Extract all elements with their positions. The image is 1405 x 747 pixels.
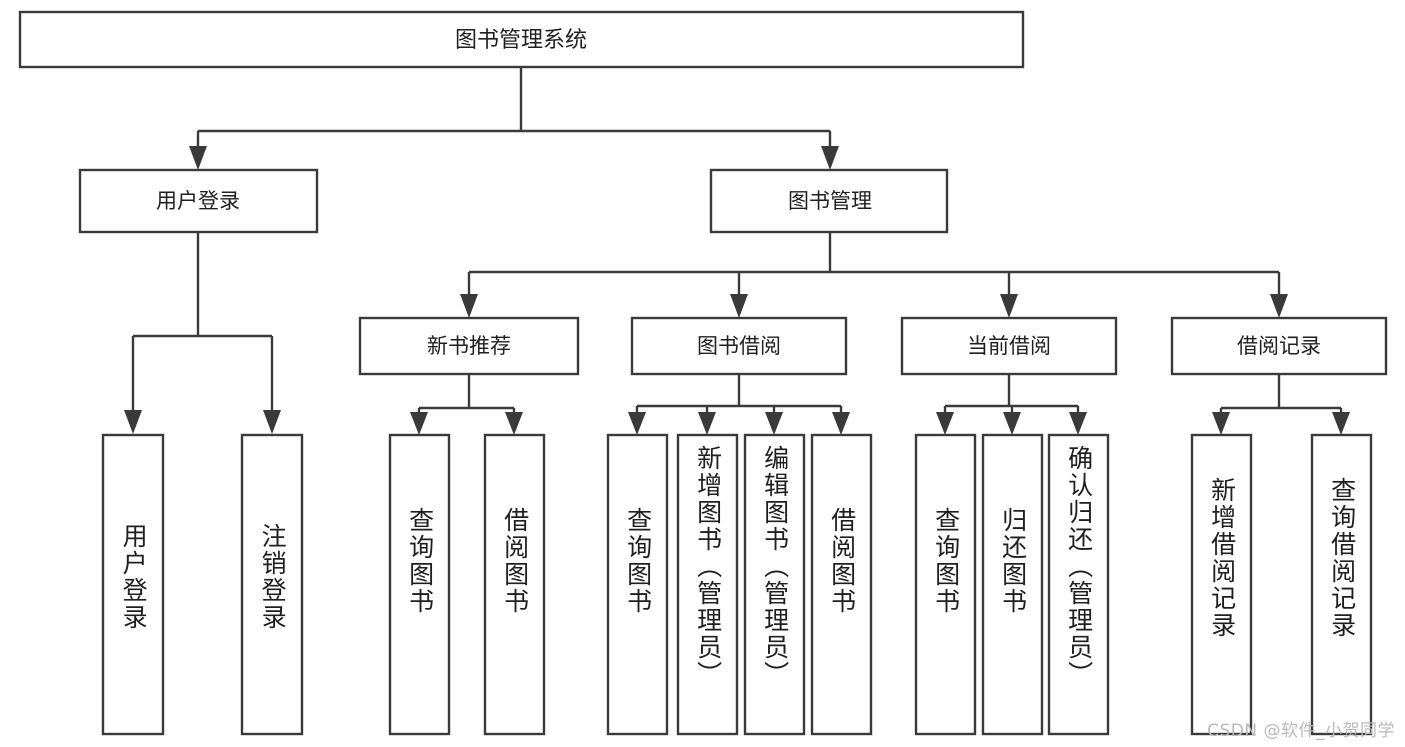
node-root-box[interactable] (18, 10, 1025, 69)
leaf-boxes-borrow-record (1190, 433, 1373, 736)
leaf-box-borrow-record-1[interactable] (1190, 433, 1253, 736)
leaf-boxes-new-book-rec (388, 433, 546, 736)
node-current-borrow-box[interactable] (900, 316, 1118, 376)
node-book-manage-box[interactable] (709, 168, 949, 234)
node-borrow-record[interactable]: 借阅记录 (1170, 316, 1388, 376)
arrowhead-leaf-user-login-2 (263, 410, 281, 434)
leaf-box-book-borrow-1[interactable] (606, 433, 669, 736)
arrowhead-leaf-current-borrow-3 (1069, 412, 1087, 435)
leaf-boxes-user-login (101, 433, 304, 736)
arrowhead-leaf-book-borrow-2 (698, 412, 716, 435)
node-book-manage[interactable]: 图书管理 (709, 168, 949, 234)
node-borrow-record-label: 借阅记录 (1237, 334, 1321, 358)
watermark-text: CSDN @软件_小贺同学 (1207, 721, 1395, 741)
leaf-box-new-book-rec-2[interactable] (483, 433, 546, 736)
node-user-login-label: 用户登录 (156, 189, 240, 213)
leaf-box-user-login-1[interactable] (101, 433, 165, 736)
arrowhead-book-manage (821, 146, 839, 170)
leaf-box-book-borrow-4[interactable] (810, 433, 873, 736)
arrowhead-leaf-new-book-rec-1 (410, 412, 428, 435)
arrowhead-book-borrow (730, 294, 748, 318)
node-book-manage-label: 图书管理 (788, 189, 872, 213)
arrowhead-current-borrow (1000, 294, 1018, 318)
leaf-box-current-borrow-2[interactable] (981, 433, 1044, 736)
node-user-login[interactable]: 用户登录 (78, 168, 319, 234)
node-root[interactable]: 图书管理系统 (18, 10, 1025, 69)
connector-group-current-borrow (936, 374, 1087, 435)
arrowhead-user-login (189, 146, 207, 170)
leaf-box-new-book-rec-1[interactable] (388, 433, 451, 736)
leaf-box-current-borrow-3[interactable] (1047, 433, 1110, 736)
node-book-borrow[interactable]: 图书借阅 (630, 316, 848, 376)
arrowhead-leaf-current-borrow-1 (936, 412, 954, 435)
connector-group-book-borrow (628, 374, 850, 435)
arrowhead-new-book-rec (460, 294, 478, 318)
node-current-borrow-label: 当前借阅 (967, 334, 1051, 358)
arrowhead-borrow-record (1270, 294, 1288, 318)
arrowhead-leaf-book-borrow-1 (628, 412, 646, 435)
leaf-box-borrow-record-2[interactable] (1310, 433, 1373, 736)
leaf-box-book-borrow-2[interactable] (676, 433, 739, 736)
node-borrow-record-box[interactable] (1170, 316, 1388, 376)
arrowhead-leaf-borrow-record-2 (1332, 412, 1350, 435)
leaf-box-book-borrow-3[interactable] (743, 433, 806, 736)
node-book-borrow-label: 图书借阅 (697, 334, 781, 358)
arrowhead-leaf-user-login-1 (124, 410, 142, 434)
arrowhead-leaf-book-borrow-3 (765, 412, 783, 435)
node-new-book-rec-label: 新书推荐 (427, 334, 511, 358)
node-new-book-rec-box[interactable] (358, 316, 580, 376)
leaf-boxes-book-borrow (606, 433, 873, 736)
node-user-login-box[interactable] (78, 168, 319, 234)
leaf-boxes-current-borrow (914, 433, 1110, 736)
node-book-borrow-box[interactable] (630, 316, 848, 376)
connector-group-root (189, 67, 839, 170)
node-root-label: 图书管理系统 (455, 28, 587, 53)
node-new-book-rec[interactable]: 新书推荐 (358, 316, 580, 376)
arrowhead-leaf-current-borrow-2 (1003, 412, 1021, 435)
connector-group-book-manage (460, 232, 1288, 318)
connector-group-borrow-record (1212, 374, 1350, 435)
arrowhead-leaf-new-book-rec-2 (505, 412, 523, 435)
connector-group-new-book-rec (410, 374, 523, 435)
leaf-box-current-borrow-1[interactable] (914, 433, 977, 736)
leaf-box-user-login-2[interactable] (240, 433, 304, 736)
arrowhead-leaf-book-borrow-4 (832, 412, 850, 435)
arrowhead-leaf-borrow-record-1 (1212, 412, 1230, 435)
node-current-borrow[interactable]: 当前借阅 (900, 316, 1118, 376)
connector-group-user-login (124, 232, 281, 434)
